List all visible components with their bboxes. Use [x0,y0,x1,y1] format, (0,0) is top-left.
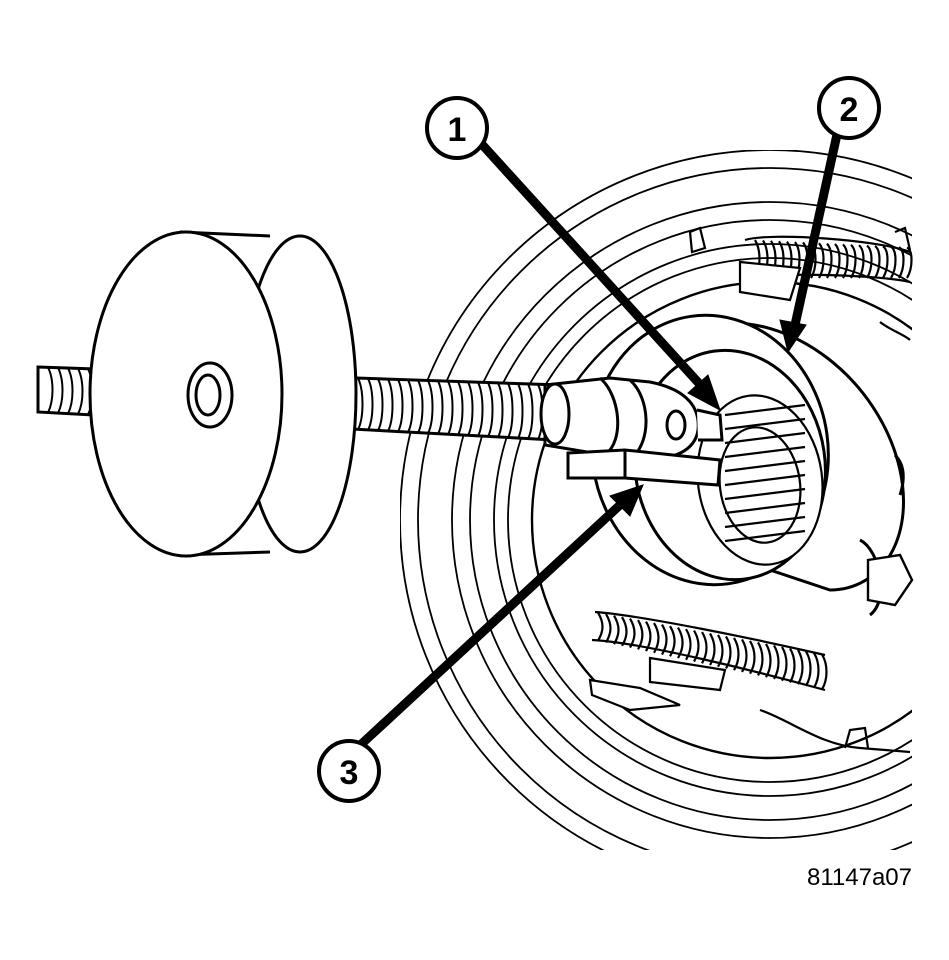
callout-1: 1 [425,96,489,160]
leader-arrows [351,129,843,754]
callout-3-label: 3 [340,754,359,792]
remover-foot [566,448,722,487]
callout-2: 2 [817,76,881,140]
bearing-remover-tool [539,376,724,460]
callout-3: 3 [317,739,381,803]
callout-2-label: 2 [840,91,859,129]
slide-hammer-weight [88,230,358,558]
figure-id: 81147a07 [807,864,912,891]
axle-bearing [696,394,824,566]
lower-brake-spring [588,321,911,754]
upper-brake-spring [688,226,913,302]
callout-1-label: 1 [448,111,467,149]
